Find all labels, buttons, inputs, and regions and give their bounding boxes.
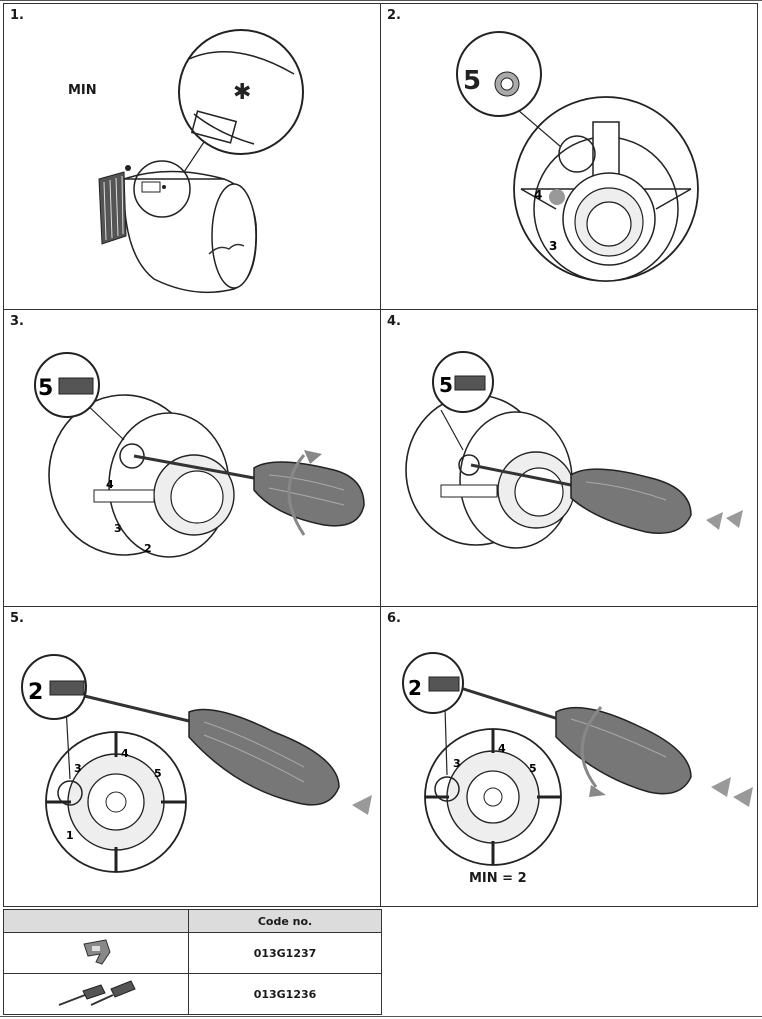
step-6-panel: 6. MIN = 2 3 4 5 2 [380, 606, 758, 907]
dial-digit-3: 3 [453, 757, 461, 770]
dial-digit-1: 1 [66, 829, 74, 842]
dial-digit-4: 4 [534, 188, 542, 202]
accessory-table: Code no. 013G1237 013G1236 [3, 909, 382, 1015]
magnifier-digit: 2 [28, 680, 43, 705]
dial-digit-4: 4 [106, 478, 114, 491]
table-cell-icon [3, 932, 189, 974]
dial-digit-5: 5 [529, 762, 537, 775]
svg-text:✱: ✱ [233, 80, 251, 105]
min-equals-label: MIN = 2 [469, 871, 527, 886]
step-3-panel: 3. 4 3 2 5 [3, 309, 381, 607]
step-number: 4. [387, 314, 401, 329]
table-cell-icon [3, 973, 189, 1015]
bottom-rule [0, 1016, 762, 1017]
table-row: 013G1237 [3, 932, 382, 974]
dial-digit-4: 4 [121, 747, 129, 760]
magnifier-digit: 5 [38, 376, 53, 401]
step-number: 5. [10, 611, 24, 626]
magnifier-digit: 5 [463, 66, 481, 96]
screwdriver-insert-illustration: 4 3 2 5 [34, 352, 365, 558]
min-label: MIN [68, 83, 97, 98]
table-header-row: Code no. [3, 909, 382, 933]
step-1-panel: 1. MIN ✱ [3, 3, 381, 310]
table-header-item [3, 909, 189, 933]
instruction-grid: 1. MIN ✱ [3, 3, 758, 907]
screwdriver-turn-illustration: 5 [405, 351, 743, 549]
table-cell-code: 013G1236 [188, 973, 382, 1015]
table-cell-code: 013G1237 [188, 932, 382, 974]
dial-digit-5: 5 [154, 767, 162, 780]
step-number: 1. [10, 8, 24, 23]
step-2-panel: 2. 4 3 5 [380, 3, 758, 310]
magnifier-digit: 2 [408, 676, 422, 700]
top-rule [0, 0, 762, 1]
clip-icon [83, 938, 111, 965]
step-number: 3. [10, 314, 24, 329]
dial-digit-4: 4 [498, 742, 506, 755]
table-header-code: Code no. [188, 909, 382, 933]
dial-digit-3: 3 [549, 239, 557, 253]
table-row: 013G1236 [3, 973, 382, 1015]
dial-digit-3: 3 [74, 762, 82, 775]
dial-set-illustration: 3 4 5 2 [402, 652, 753, 866]
step-number: 2. [387, 8, 401, 23]
magnifier-digit: 5 [439, 373, 453, 397]
screwdriver-pair-icon [58, 979, 136, 1006]
thermostat-head-illustration: ✱ [98, 29, 304, 294]
step-4-panel: 4. 5 [380, 309, 758, 607]
step-number: 6. [387, 611, 401, 626]
dial-digit-3: 3 [114, 522, 122, 535]
step-5-panel: 5. 3 4 5 1 2 [3, 606, 381, 907]
dial-digit-2: 2 [144, 542, 152, 555]
dial-adjust-illustration: 3 4 5 1 2 [21, 654, 372, 873]
thermostat-back-illustration: 4 3 5 [456, 31, 699, 282]
